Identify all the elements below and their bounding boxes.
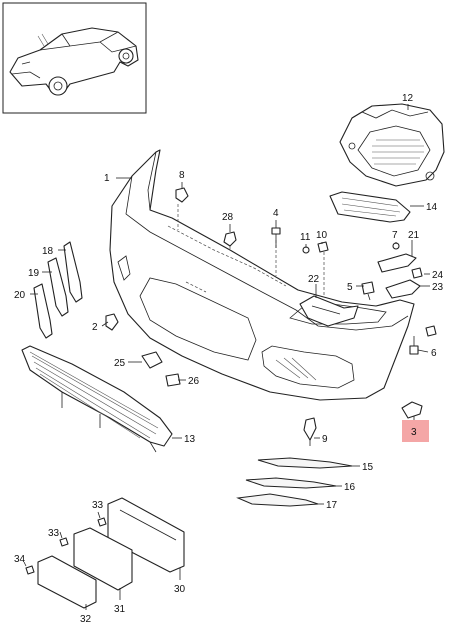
callout-labels: 1 2 3 4 5 6 7 8 9 10 11 12 13 14 15 16 1…: [14, 93, 444, 625]
trim-strip-part-19: [47, 257, 69, 317]
callout-11: 11: [300, 232, 311, 243]
callout-18: 18: [42, 246, 54, 257]
callout-9: 9: [322, 434, 328, 445]
screw-part-5: [361, 281, 375, 301]
callout-highlight: [402, 420, 429, 442]
callout-21: 21: [408, 230, 420, 241]
lower-grille-part-13: [21, 345, 173, 453]
trim-strip-part-20: [33, 283, 53, 339]
callout-22: 22: [308, 274, 320, 285]
clip-part-2: [105, 313, 119, 331]
callout-17: 17: [326, 500, 338, 511]
callout-12: 12: [402, 93, 414, 104]
fastener-part-10: [317, 241, 329, 253]
callout-24: 24: [432, 270, 444, 281]
leader-lines: [23, 104, 430, 610]
license-plate-bracket-part-31: [73, 527, 133, 591]
callout-10: 10: [316, 230, 328, 241]
callout-26: 26: [188, 376, 200, 387]
callout-20: 20: [14, 290, 26, 301]
trim-strip-part-15: [257, 457, 353, 469]
callout-30: 30: [174, 584, 186, 595]
callout-14: 14: [426, 202, 438, 213]
callout-32: 32: [80, 614, 92, 625]
trim-strip-part-18: [63, 241, 83, 303]
callout-4: 4: [273, 208, 279, 219]
screw-part-34: [25, 565, 35, 575]
callout-3: 3: [411, 427, 417, 438]
callout-16: 16: [344, 482, 356, 493]
callout-34: 34: [14, 554, 26, 565]
bracket-part-22: [299, 295, 359, 327]
callout-33a: 33: [92, 500, 104, 511]
callout-2: 2: [92, 322, 98, 333]
callout-6: 6: [431, 348, 437, 359]
callout-19: 19: [28, 268, 40, 279]
callout-5: 5: [347, 282, 353, 293]
callout-28: 28: [222, 212, 234, 223]
screw-part-33b: [59, 537, 69, 547]
clip-part-8: [175, 187, 189, 203]
callout-25: 25: [114, 358, 126, 369]
clip-part-24: [411, 267, 423, 279]
callout-15: 15: [362, 462, 374, 473]
callout-1: 1: [104, 173, 110, 184]
screw-part-33a: [97, 517, 107, 527]
headlight-carrier-part-12: [339, 103, 445, 187]
license-plate-part-32: [37, 555, 97, 609]
trim-strip-part-17: [236, 493, 319, 507]
callout-31: 31: [114, 604, 126, 615]
callout-8: 8: [179, 170, 185, 181]
screw-part-28: [223, 231, 237, 247]
bolt-part-6: [409, 325, 437, 355]
callout-7: 7: [392, 230, 398, 241]
bracket-part-21: [377, 253, 417, 273]
bracket-part-3: [401, 401, 423, 419]
bracket-part-23: [385, 279, 421, 299]
sensor-part-26: [165, 373, 181, 387]
callout-13: 13: [184, 434, 196, 445]
sensor-part-25: [141, 351, 163, 369]
trim-strip-part-16: [245, 477, 337, 489]
callout-33b: 33: [48, 528, 60, 539]
callout-23: 23: [432, 282, 444, 293]
grille-strip-part-14: [329, 191, 411, 223]
screw-part-4: [271, 227, 281, 248]
sensor-part-9: [303, 417, 317, 446]
car-overview-inset: [2, 2, 147, 114]
car-icon: [9, 27, 139, 96]
